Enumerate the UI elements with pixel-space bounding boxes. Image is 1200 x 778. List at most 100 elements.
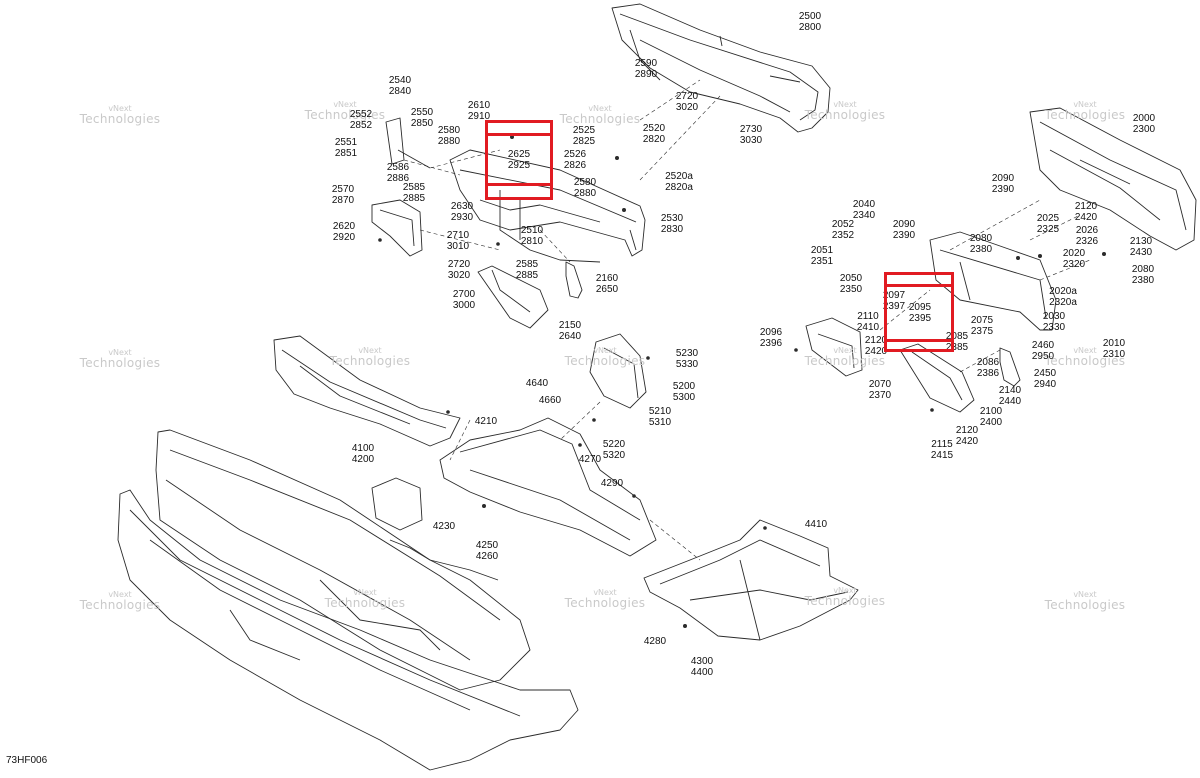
part-label: 2040 2340 — [852, 199, 876, 221]
part-label: 2551 2851 — [334, 137, 358, 159]
part-label: 2025 2325 — [1036, 213, 1060, 235]
part-label: 2510 2810 — [520, 225, 544, 247]
lower-door-assembly — [117, 429, 579, 771]
part-label: 2070 2370 — [868, 379, 892, 401]
part-label: 4640 — [525, 378, 549, 389]
part-label: 2586 2886 — [386, 162, 410, 184]
part-label: 2090 2390 — [991, 173, 1015, 195]
part-label: 2096 2396 — [759, 327, 783, 349]
part-label: 2720 3020 — [447, 259, 471, 281]
part-label: 2526 2826 — [563, 149, 587, 171]
part-label: 2026 2326 — [1075, 225, 1099, 247]
part-label: 2720 3020 — [675, 91, 699, 113]
part-label: 2120 2420 — [1074, 201, 1098, 223]
highlight-box-2095 — [884, 272, 954, 352]
part-label: 2550 2850 — [410, 107, 434, 129]
part-label: 4100 4200 — [351, 443, 375, 465]
part-label: 5210 5310 — [648, 406, 672, 428]
part-label: 2520 2820 — [642, 123, 666, 145]
diagram-code: 73HF006 — [6, 755, 48, 766]
part-label: 5200 5300 — [672, 381, 696, 403]
part-label: 2100 2400 — [979, 406, 1003, 428]
part-label: 4290 — [600, 478, 624, 489]
part-label: 2140 2440 — [998, 385, 1022, 407]
part-label: 2120 2420 — [955, 425, 979, 447]
part-label: 2700 3000 — [452, 289, 476, 311]
highlight-box-2625 — [485, 120, 553, 200]
part-label: 2620 2920 — [332, 221, 356, 243]
part-label: 4250 4260 — [475, 540, 499, 562]
part-label: 2520a 2820a — [665, 171, 693, 193]
right-lower-bracket-2100 — [899, 343, 975, 413]
handle-2450 — [999, 347, 1021, 387]
part-label: 2610 2910 — [467, 100, 491, 122]
handle-2150 — [565, 261, 583, 299]
part-label: 2051 2351 — [810, 245, 834, 267]
center-bracket-5200 — [589, 333, 647, 409]
left-lower-bracket-2700 — [477, 265, 549, 329]
left-bracket-2570 — [371, 199, 423, 257]
part-label: 2630 2930 — [450, 201, 474, 223]
part-label: 2580 2880 — [573, 177, 597, 199]
part-label: 4270 — [578, 454, 602, 465]
part-label: 5220 5320 — [602, 439, 626, 461]
part-label: 5230 5330 — [675, 348, 699, 370]
part-label: 4230 — [432, 521, 456, 532]
part-label: 4660 — [538, 395, 562, 406]
part-label: 2460 2950 — [1031, 340, 1055, 362]
part-label: 2080 2380 — [1131, 264, 1155, 286]
left-upper-frame — [449, 149, 646, 263]
part-label: 2500 2800 — [798, 11, 822, 33]
part-label: 2110 2410 — [856, 311, 880, 333]
part-label: 2030 2330 — [1042, 311, 1066, 333]
part-label: 2530 2830 — [660, 213, 684, 235]
part-label: 2540 2840 — [388, 75, 412, 97]
right-bracket-2070 — [805, 317, 863, 377]
part-label: 2730 3030 — [739, 124, 763, 146]
part-label: 2552 2852 — [349, 109, 373, 131]
part-label: 2052 2352 — [831, 219, 855, 241]
part-label: 2097 2397 — [882, 290, 906, 312]
part-label: 2710 3010 — [446, 230, 470, 252]
center-tunnel-4250 — [439, 417, 657, 557]
part-label: 4280 — [643, 636, 667, 647]
part-label: 2450 2940 — [1033, 368, 1057, 390]
part-label: 2010 2310 — [1102, 338, 1126, 360]
part-label: 2075 2375 — [970, 315, 994, 337]
part-label: 2086 2386 — [976, 357, 1000, 379]
part-label: 2130 2430 — [1129, 236, 1153, 258]
part-label: 2120 2420 — [864, 335, 888, 357]
part-label: 2000 2300 — [1132, 113, 1156, 135]
part-label: 4410 — [804, 519, 828, 530]
part-label: 2085 2385 — [945, 331, 969, 353]
part-label: 2095 2395 — [908, 302, 932, 324]
part-label: 2115 2415 — [930, 439, 954, 461]
part-label: 4300 4400 — [690, 656, 714, 678]
part-label: 2150 2640 — [558, 320, 582, 342]
door-panel-right — [1029, 107, 1197, 251]
door-panel-top — [611, 3, 831, 133]
part-label: 4210 — [474, 416, 498, 427]
part-label: 2090 2390 — [892, 219, 916, 241]
part-label: 2585 2885 — [515, 259, 539, 281]
part-label: 2625 2925 — [507, 149, 531, 171]
part-label: 2160 2650 — [595, 273, 619, 295]
part-label: 2585 2885 — [402, 182, 426, 204]
part-label: 2525 2825 — [572, 125, 596, 147]
